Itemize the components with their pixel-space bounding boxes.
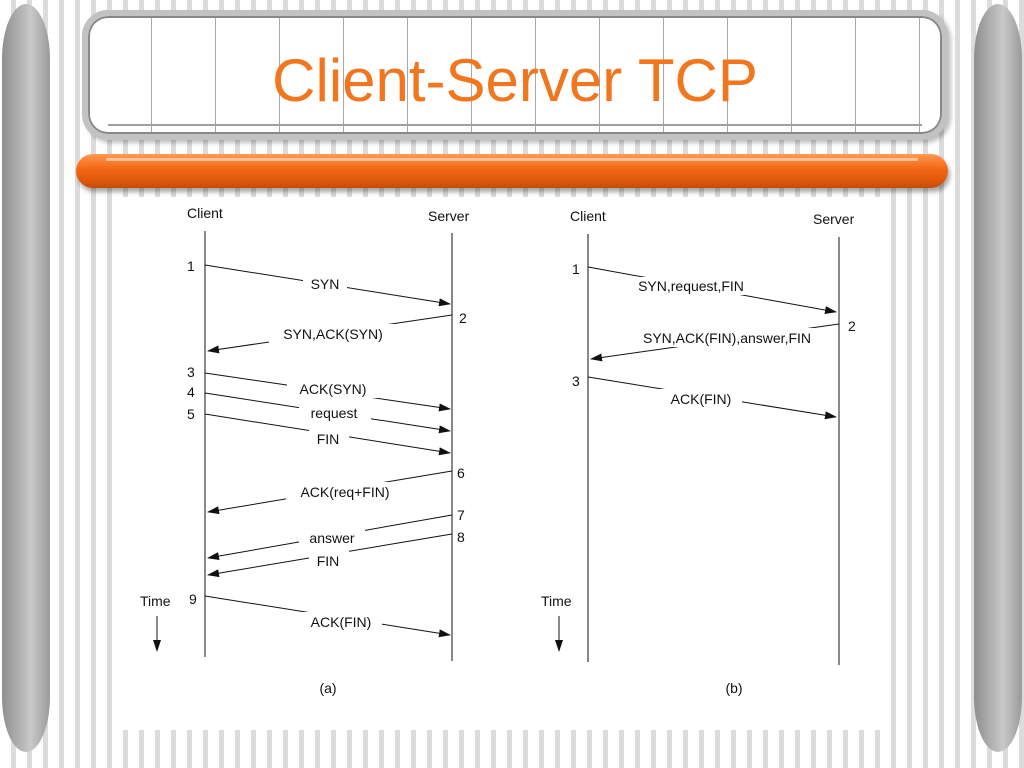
step-number: 6 xyxy=(457,465,465,481)
message-label: ACK(FIN) xyxy=(311,614,372,630)
step-number: 7 xyxy=(457,507,465,523)
diagram-a: Client Server 1 2 3 4 5 6 7 8 9 SYN xyxy=(140,205,470,696)
right-decorative-bar xyxy=(974,4,1022,752)
server-label-b: Server xyxy=(813,211,855,227)
message-label: ACK(SYN) xyxy=(300,381,367,397)
left-decorative-bar xyxy=(2,4,50,752)
message-label: ACK(FIN) xyxy=(671,391,732,407)
title-frame xyxy=(82,10,948,140)
title-underline xyxy=(108,124,922,126)
diagram-b: Client Server 1 2 3 SYN,request,FIN ACK(… xyxy=(541,208,856,696)
step-number: 1 xyxy=(572,261,580,277)
caption-a: (a) xyxy=(319,680,336,696)
slide-title: Client-Server TCP xyxy=(272,47,758,114)
step-number: 4 xyxy=(187,384,195,400)
message-label: answer xyxy=(309,530,354,546)
step-number: 5 xyxy=(187,406,195,422)
orange-bar-highlight xyxy=(106,158,918,161)
step-number: 3 xyxy=(187,364,195,380)
message-label: FIN xyxy=(317,431,340,447)
step-number: 2 xyxy=(459,310,467,326)
orange-divider-bar xyxy=(76,154,948,188)
message-label: SYN,ACK(FIN),answer,FIN xyxy=(643,330,811,346)
message-label: FIN xyxy=(317,553,340,569)
step-number: 1 xyxy=(187,258,195,274)
client-label-b: Client xyxy=(570,208,606,224)
step-number: 8 xyxy=(457,529,465,545)
message-label: SYN,request,FIN xyxy=(638,278,744,294)
step-number: 9 xyxy=(189,591,197,607)
caption-b: (b) xyxy=(725,680,742,696)
message-label: ACK(req+FIN) xyxy=(300,484,389,500)
step-number: 3 xyxy=(572,373,580,389)
message-label: SYN xyxy=(311,276,340,292)
diagram-panel: Client Server 1 2 3 4 5 6 7 8 9 SYN xyxy=(119,197,883,730)
time-label-a: Time xyxy=(140,593,171,609)
step-number: 2 xyxy=(848,318,856,334)
server-label-a: Server xyxy=(428,208,470,224)
time-label-b: Time xyxy=(541,593,572,609)
client-label-a: Client xyxy=(187,205,223,221)
message-label: request xyxy=(311,405,358,421)
tcp-sequence-diagrams: Client Server 1 2 3 4 5 6 7 8 9 SYN xyxy=(140,205,856,696)
message-label: SYN,ACK(SYN) xyxy=(283,326,383,342)
